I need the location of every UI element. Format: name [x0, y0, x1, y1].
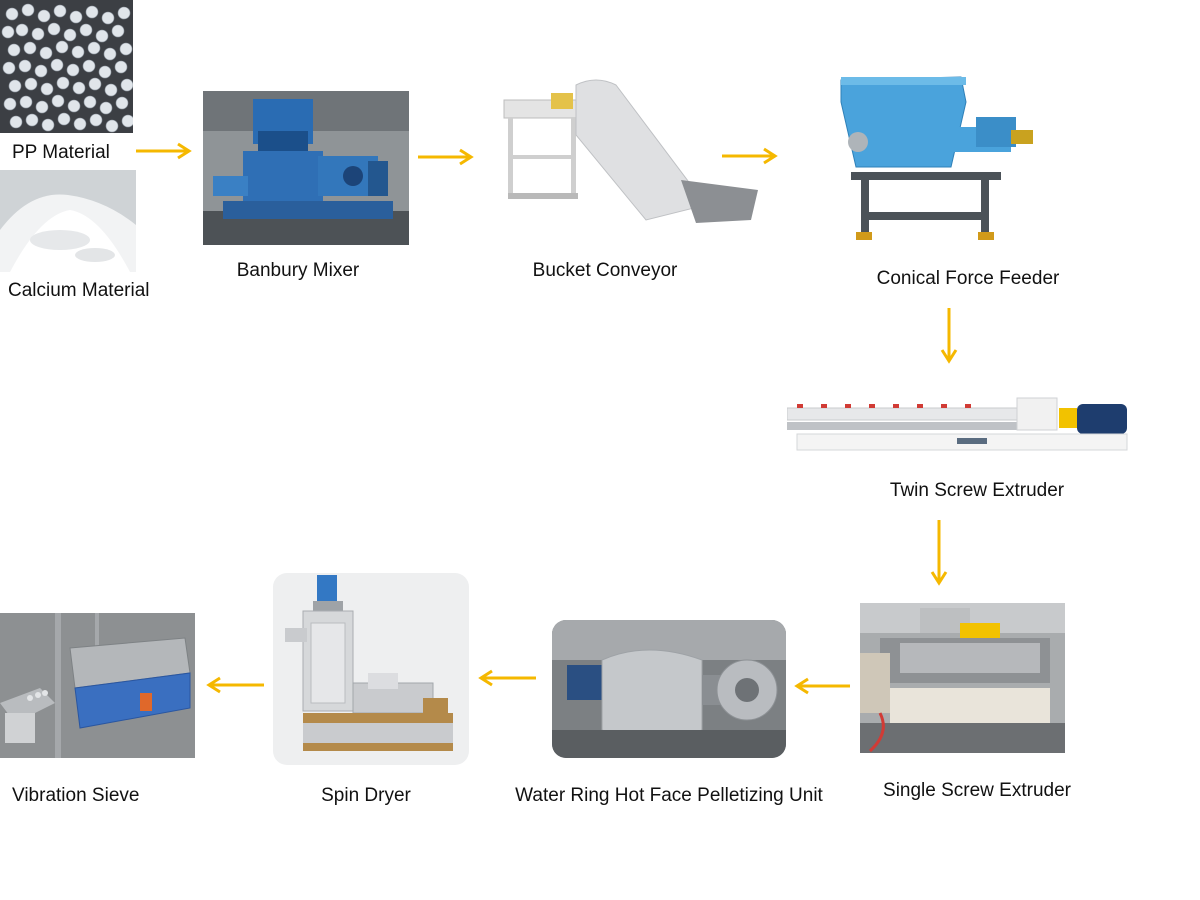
arrow-to-twin-extruder	[940, 308, 958, 366]
twin-screw-extruder-image	[787, 390, 1139, 464]
conical-force-feeder-image	[836, 72, 1042, 248]
spin-dryer-label: Spin Dryer	[321, 785, 411, 806]
banbury-mixer-label: Banbury Mixer	[236, 260, 360, 281]
arrow-to-mixer	[136, 142, 194, 160]
arrow-to-conveyor	[418, 148, 476, 166]
single-screw-extruder-image	[860, 603, 1065, 753]
arrow-to-pelletizer	[792, 677, 850, 695]
vibration-sieve-label: Vibration Sieve	[12, 785, 140, 806]
twin-screw-extruder-label: Twin Screw Extruder	[889, 480, 1065, 501]
arrow-to-vibration-sieve	[204, 676, 264, 694]
pp-material-image	[0, 0, 133, 133]
single-screw-extruder-label: Single Screw Extruder	[883, 780, 1071, 801]
bucket-conveyor-image	[496, 75, 762, 225]
water-ring-pelletizing-label: Water Ring Hot Face Pelletizing Unit	[515, 785, 823, 806]
arrow-to-feeder	[722, 147, 780, 165]
arrow-to-spin-dryer	[476, 669, 536, 687]
banbury-mixer-image	[203, 91, 409, 245]
calcium-material-image	[0, 170, 136, 272]
bucket-conveyor-label: Bucket Conveyor	[532, 260, 678, 281]
water-ring-pelletizing-image	[552, 620, 786, 758]
spin-dryer-image	[273, 573, 469, 765]
calcium-material-label: Calcium Material	[8, 280, 150, 301]
vibration-sieve-image	[0, 613, 195, 758]
conical-force-feeder-label: Conical Force Feeder	[876, 268, 1060, 289]
pp-material-label: PP Material	[12, 142, 110, 163]
arrow-to-single-extruder	[930, 520, 948, 588]
